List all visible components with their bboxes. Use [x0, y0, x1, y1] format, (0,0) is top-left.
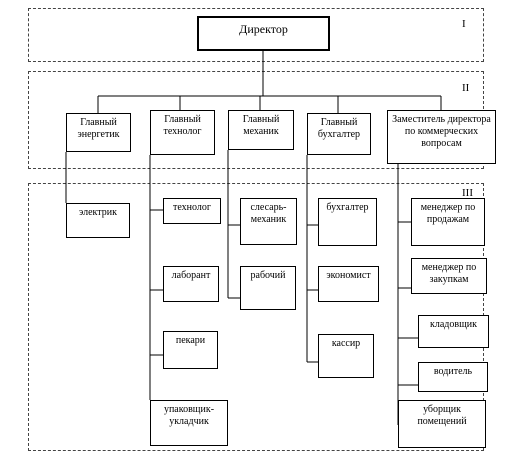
- staff-electrician-box: электрик: [66, 203, 130, 238]
- staff-lab-assistant-box: лаборант: [163, 266, 219, 302]
- level-label-2: II: [462, 82, 470, 94]
- staff-sales-manager-box: менеджер по продажам: [411, 198, 485, 246]
- level-label-1: I: [462, 18, 466, 30]
- staff-bookkeeper-box: бухгалтер: [318, 198, 377, 246]
- head-accountant-box: Главный бухгалтер: [307, 113, 371, 155]
- head-energetic-box: Главный энергетик: [66, 113, 131, 152]
- staff-cleaner-box: уборщик помещений: [398, 400, 486, 448]
- staff-driver-box: водитель: [418, 362, 488, 392]
- staff-storekeeper-box: кладовщик: [418, 315, 489, 348]
- staff-purchase-manager-box: менеджер по закупкам: [411, 258, 487, 294]
- head-mechanic-box: Главный механик: [228, 110, 294, 150]
- head-deputy-box: Заместитель директора по коммерческих во…: [387, 110, 496, 164]
- head-technologist-box: Главный технолог: [150, 110, 215, 155]
- staff-packer-box: упаковщик- укладчик: [150, 400, 228, 446]
- staff-worker-box: рабочий: [240, 266, 296, 310]
- level-zone-1: [28, 8, 484, 62]
- director-box: Директор: [197, 16, 330, 51]
- level-label-3: III: [462, 187, 473, 199]
- staff-bakers-box: пекари: [163, 331, 218, 369]
- staff-cashier-box: кассир: [318, 334, 374, 378]
- staff-technologist-box: технолог: [163, 198, 221, 224]
- staff-fitter-mechanic-box: слесарь- механик: [240, 198, 297, 245]
- staff-economist-box: экономист: [318, 266, 379, 302]
